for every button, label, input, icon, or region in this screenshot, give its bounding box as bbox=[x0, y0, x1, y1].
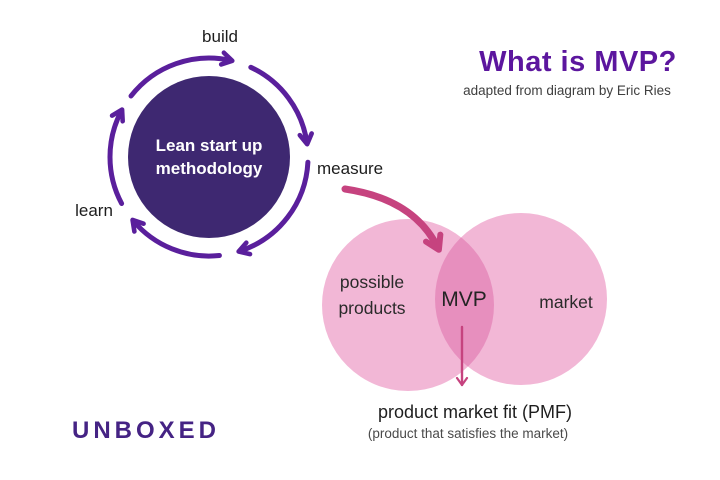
lean-cycle-circle bbox=[128, 76, 290, 238]
unboxed-logo: UNBOXED bbox=[72, 417, 221, 444]
cycle-step-learn-label: learn bbox=[75, 201, 113, 220]
page-subtitle: adapted from diagram by Eric Ries bbox=[463, 83, 671, 98]
measure-to-mvp-arrow bbox=[341, 185, 444, 253]
cycle-arc-bottom-left bbox=[130, 217, 222, 259]
venn-intersection-label: MVP bbox=[441, 288, 487, 311]
lean-cycle-group bbox=[107, 50, 314, 259]
lean-cycle-center-label-line2: methodology bbox=[155, 159, 263, 178]
cycle-step-measure-label: measure bbox=[317, 159, 384, 178]
cycle-arc-left bbox=[107, 107, 125, 206]
cycle-step-build-label: build bbox=[202, 27, 238, 46]
pmf-subtitle: (product that satisfies the market) bbox=[367, 426, 569, 441]
venn-intersection-lens bbox=[435, 219, 494, 385]
venn-left-label: possible products bbox=[338, 269, 405, 321]
venn-group bbox=[322, 213, 607, 391]
pmf-title: product market fit (PMF) bbox=[377, 402, 573, 422]
venn-left-label-line2: products bbox=[338, 298, 406, 318]
lean-cycle-center-label-line1: Lean start up bbox=[155, 136, 263, 155]
page-title: What is MVP? bbox=[479, 46, 677, 78]
cycle-arc-lower-right bbox=[236, 159, 311, 257]
venn-left-label-line1: possible bbox=[339, 272, 405, 292]
lean-cycle-center-label: Lean start up methodology bbox=[124, 134, 294, 180]
cycle-arc-top bbox=[128, 50, 235, 99]
venn-right-label: market bbox=[539, 292, 593, 312]
cycle-arc-upper-right bbox=[248, 64, 314, 147]
